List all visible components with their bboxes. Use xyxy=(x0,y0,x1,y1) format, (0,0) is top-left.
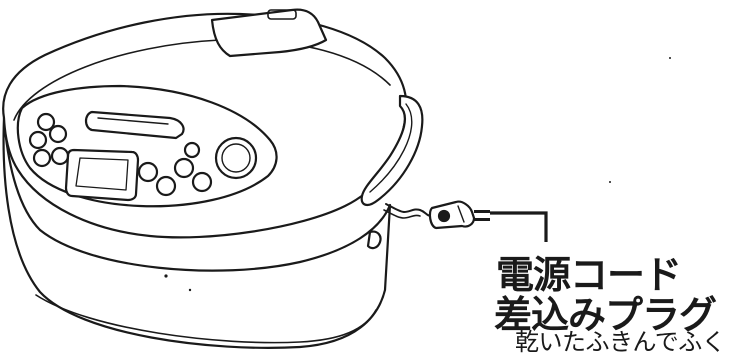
side-latch xyxy=(366,230,382,250)
button-left-1 xyxy=(36,112,56,132)
power-cord xyxy=(385,203,433,217)
vent-logo xyxy=(267,9,297,20)
speck-1 xyxy=(164,274,168,278)
button-left-4 xyxy=(32,148,52,168)
start-button-ring xyxy=(221,143,251,173)
power-cord-2 xyxy=(383,209,421,219)
button-right-1 xyxy=(137,161,159,183)
lcd-screen xyxy=(75,157,129,191)
leader-line xyxy=(490,211,548,242)
cooker-body xyxy=(2,116,392,349)
button-right-5 xyxy=(183,141,201,159)
handle-inner xyxy=(369,103,413,193)
button-right-3 xyxy=(173,157,195,179)
speck-2 xyxy=(188,288,192,292)
button-left-5 xyxy=(50,146,70,166)
speck-3 xyxy=(669,57,671,59)
button-left-2 xyxy=(28,130,48,150)
cleaning-note: 乾いたふきんでふく xyxy=(515,328,726,356)
body-seam xyxy=(35,294,377,344)
steam-vent xyxy=(210,8,328,58)
plug-label: 差込みプラグ xyxy=(494,293,717,337)
power-cord-label: 電源コード xyxy=(496,253,682,297)
open-button-inner xyxy=(97,117,169,125)
speck-4 xyxy=(609,181,611,183)
button-right-4 xyxy=(191,171,213,193)
start-button xyxy=(214,136,258,180)
carry-handle xyxy=(360,94,424,206)
button-right-2 xyxy=(155,175,177,197)
power-plug-icon xyxy=(428,200,490,230)
button-left-3 xyxy=(48,124,68,144)
